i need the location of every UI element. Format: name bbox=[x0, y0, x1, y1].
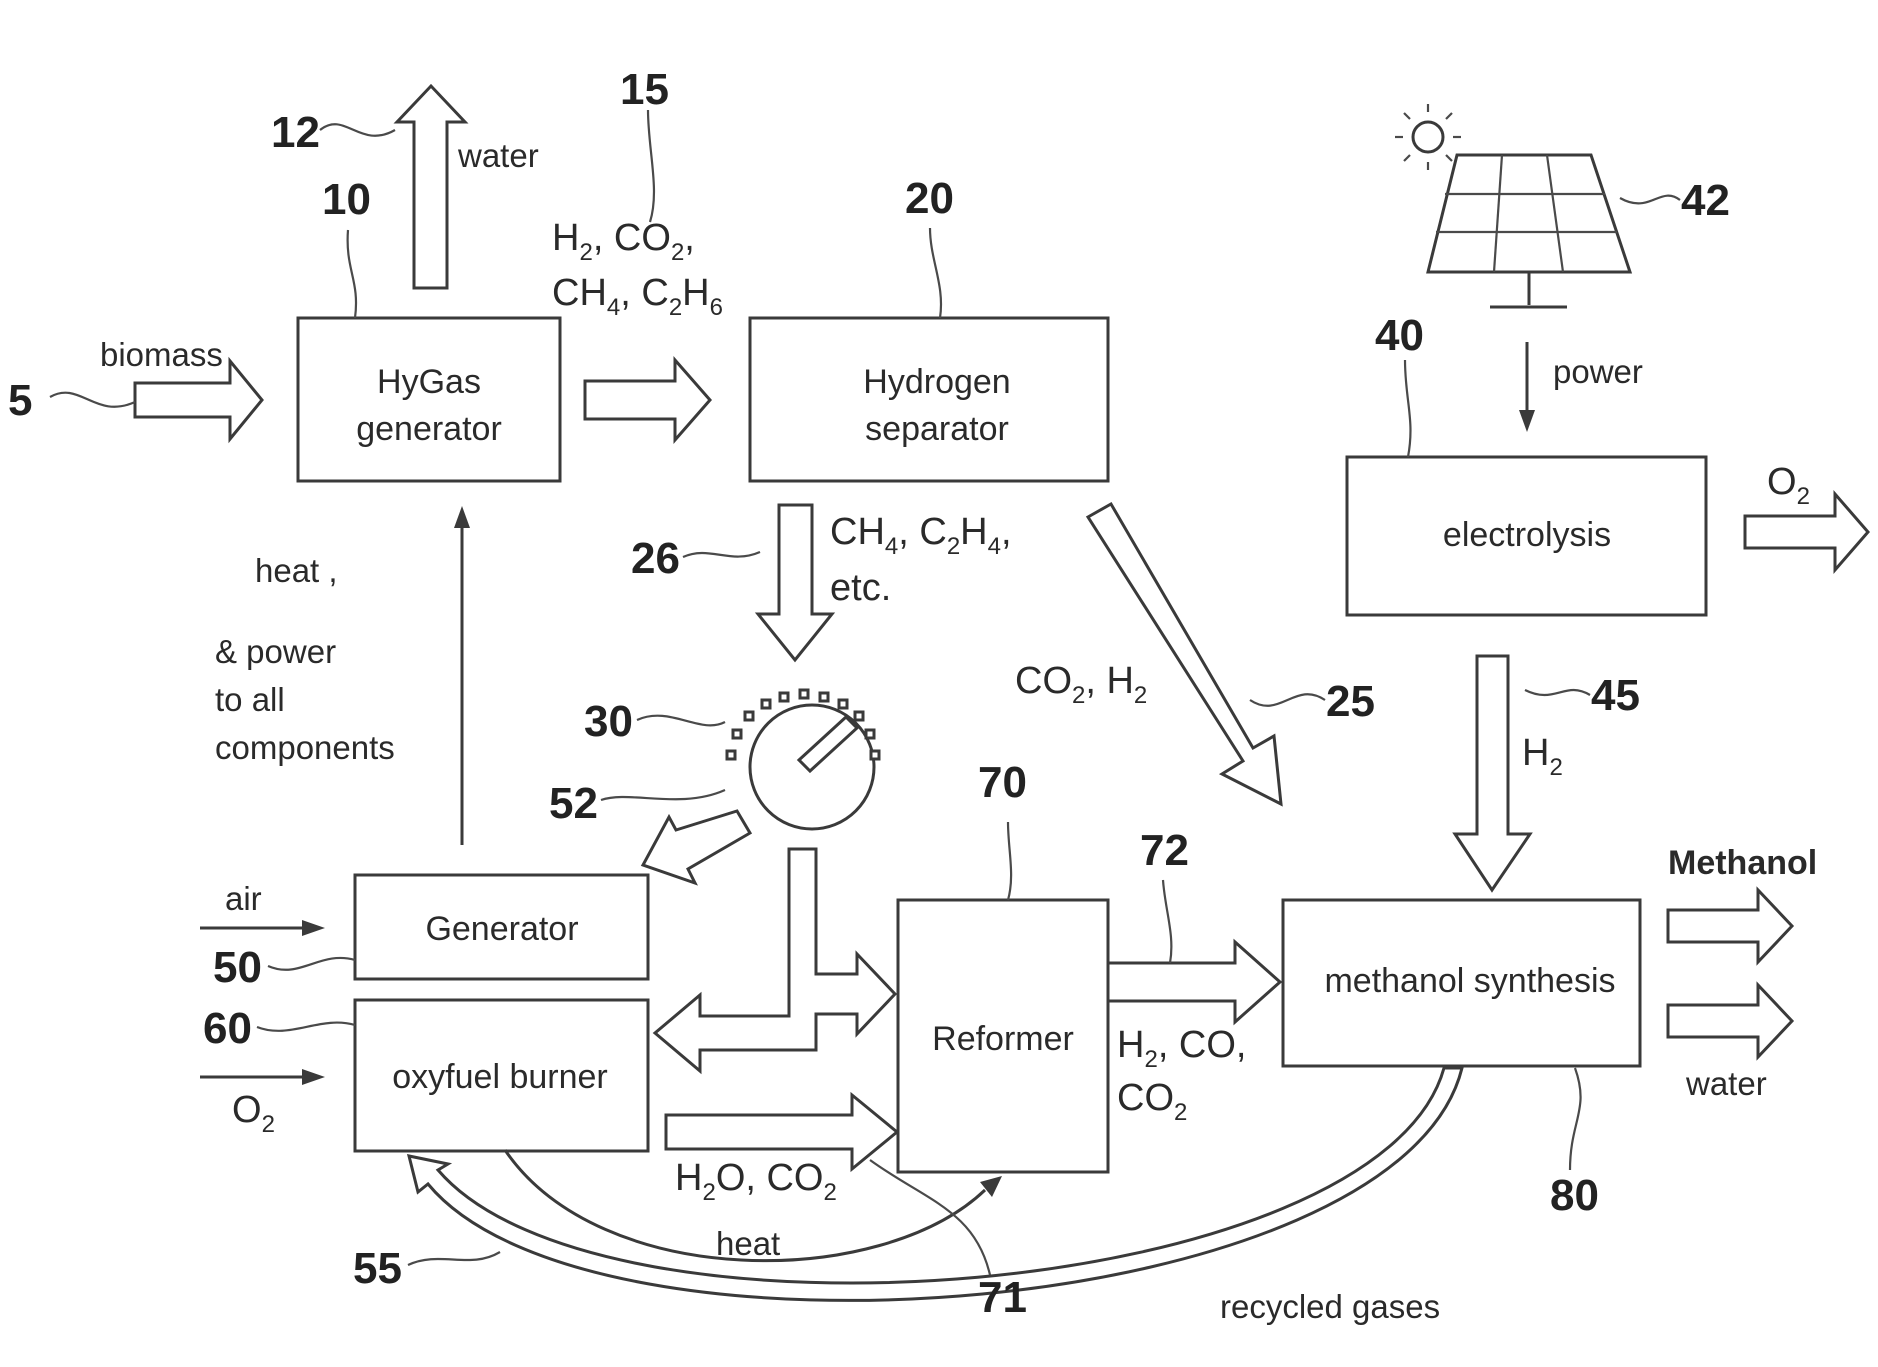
ref-5: 5 bbox=[8, 376, 32, 425]
stream-25-formula: CO2, H2 bbox=[1015, 660, 1147, 709]
methanol-out-arrow bbox=[1668, 890, 1792, 962]
stream-26-formula-line2: etc. bbox=[830, 567, 891, 609]
control-dial-icon bbox=[727, 690, 879, 829]
sun-icon bbox=[1395, 104, 1461, 170]
stream-26-down-arrow bbox=[758, 505, 832, 660]
ref-25: 25 bbox=[1326, 677, 1375, 726]
reformer-box: Reformer bbox=[898, 900, 1108, 1172]
stream-26-formula-line1: CH4, C2H4, bbox=[830, 511, 1012, 560]
h2-45-formula: H2 bbox=[1522, 732, 1563, 781]
stream-71-formula: H2O, CO2 bbox=[675, 1157, 837, 1206]
ref-42: 42 bbox=[1681, 176, 1730, 225]
ref-70: 70 bbox=[978, 758, 1027, 807]
stream-52-arrow bbox=[643, 811, 750, 883]
ref-40: 40 bbox=[1375, 311, 1424, 360]
hydrogen-label-line2: separator bbox=[865, 410, 1009, 448]
water-out-label: water bbox=[1685, 1065, 1767, 1102]
hydrogen-label-line1: Hydrogen bbox=[863, 363, 1010, 401]
ref-15: 15 bbox=[620, 65, 669, 114]
hygas-generator-box: HyGas generator bbox=[298, 318, 560, 481]
generator-label: Generator bbox=[425, 910, 578, 948]
water-top-label: water bbox=[457, 137, 539, 174]
hygas-to-separator-arrow bbox=[585, 360, 710, 440]
water-up-arrow bbox=[397, 86, 465, 288]
water-out-arrow bbox=[1668, 985, 1792, 1057]
solar-panel-icon bbox=[1428, 155, 1630, 307]
recycled-gases-label: recycled gases bbox=[1220, 1288, 1440, 1325]
stream-72-formula-line1: H2, CO, bbox=[1117, 1024, 1247, 1073]
power-label: power bbox=[1553, 353, 1643, 390]
ref-50: 50 bbox=[213, 943, 262, 992]
heat-bottom-label: heat bbox=[716, 1225, 780, 1262]
o2-oxyfuel-formula: O2 bbox=[232, 1089, 275, 1138]
ref-12: 12 bbox=[271, 108, 320, 157]
heat-curve-arrowhead bbox=[980, 1176, 1002, 1197]
stream-72-formula-line2: CO2 bbox=[1117, 1077, 1187, 1126]
heat-power-arrowhead bbox=[454, 506, 470, 528]
oxyfuel-burner-box: oxyfuel burner bbox=[355, 1000, 648, 1151]
ref-80: 80 bbox=[1550, 1171, 1599, 1220]
methanol-synthesis-box: methanol synthesis bbox=[1283, 900, 1640, 1066]
heat-label: heat , bbox=[255, 552, 338, 589]
ref-45: 45 bbox=[1591, 671, 1640, 720]
methanol-label: Methanol bbox=[1668, 844, 1817, 882]
hygas-label-line2: generator bbox=[356, 410, 502, 448]
to-all-label: to all bbox=[215, 681, 285, 718]
ref-26: 26 bbox=[631, 534, 680, 583]
ref-60: 60 bbox=[203, 1004, 252, 1053]
stream-15-formula-line2: CH4, C2H6 bbox=[552, 272, 723, 321]
o2-electrolysis-formula: O2 bbox=[1767, 461, 1810, 510]
electrolysis-label: electrolysis bbox=[1443, 516, 1611, 554]
electrolysis-box: electrolysis bbox=[1347, 457, 1706, 615]
ref-71: 71 bbox=[978, 1273, 1027, 1322]
ref-30: 30 bbox=[584, 697, 633, 746]
ref-52: 52 bbox=[549, 779, 598, 828]
and-power-label: & power bbox=[215, 633, 336, 670]
methanol-synthesis-label: methanol synthesis bbox=[1324, 962, 1615, 1000]
h2-down-arrow bbox=[1455, 656, 1530, 890]
ref-10: 10 bbox=[322, 175, 371, 224]
biomass-label: biomass bbox=[100, 336, 223, 373]
reformer-label: Reformer bbox=[932, 1020, 1074, 1058]
ref-20: 20 bbox=[905, 174, 954, 223]
stream-25-diagonal-arrow bbox=[1088, 504, 1281, 804]
stream-15-formula-line1: H2, CO2, bbox=[552, 217, 695, 266]
ref-55: 55 bbox=[353, 1244, 402, 1293]
hygas-label-line1: HyGas bbox=[377, 363, 481, 401]
power-arrowhead bbox=[1519, 410, 1535, 432]
stream-72-arrow bbox=[1108, 942, 1280, 1022]
o2-in-arrowhead bbox=[302, 1069, 325, 1085]
ref-72: 72 bbox=[1140, 826, 1189, 875]
generator-box: Generator bbox=[355, 875, 648, 979]
oxyfuel-label: oxyfuel burner bbox=[392, 1058, 607, 1096]
components-label: components bbox=[215, 729, 395, 766]
air-label: air bbox=[225, 880, 262, 917]
air-arrowhead bbox=[302, 920, 325, 936]
hydrogen-separator-box: Hydrogen separator bbox=[750, 318, 1108, 481]
